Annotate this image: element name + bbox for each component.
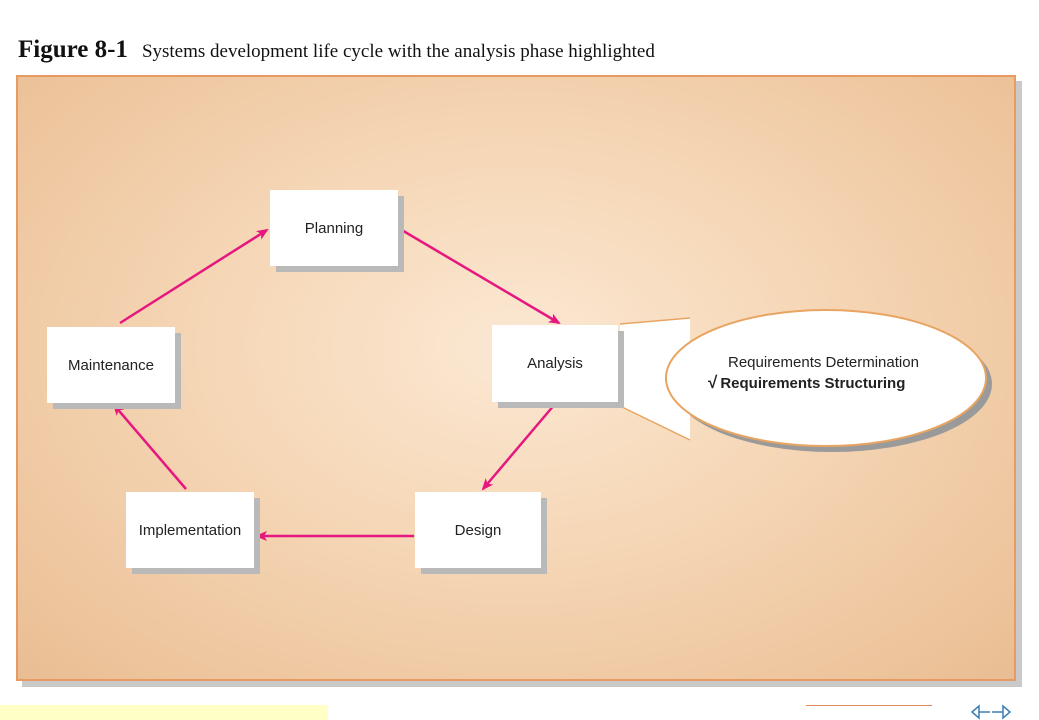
callout-item-requirements-structuring: Requirements Structuring — [720, 375, 906, 392]
phase-label-maintenance: Maintenance — [68, 356, 154, 374]
arrow-implementation-to-maintenance — [112, 403, 187, 490]
phase-box-analysis: Analysis — [492, 325, 618, 402]
check-mark-icon: √ — [708, 373, 718, 392]
phase-label-design: Design — [454, 521, 502, 539]
callout-bubble — [665, 309, 987, 447]
callout-text: Requirements Determination √Requirements… — [708, 353, 919, 394]
arrow-planning-to-analysis — [399, 227, 561, 325]
bottom-divider-line — [806, 705, 932, 706]
arrow-analysis-to-design — [481, 403, 556, 491]
phase-label-analysis: Analysis — [527, 355, 583, 372]
callout-pointer — [620, 318, 690, 440]
figure-title: Figure 8-1 Systems development life cycl… — [18, 36, 655, 64]
figure-label: Figure 8-1 — [18, 36, 128, 63]
phase-label-planning: Planning — [304, 219, 364, 237]
arrow-maintenance-to-planning — [119, 228, 269, 325]
navigation-arrows-icon[interactable] — [970, 704, 1012, 720]
phase-box-maintenance: Maintenance — [47, 327, 175, 403]
callout-item-row-2: √Requirements Structuring — [708, 373, 919, 394]
callout-pointer-edge-top — [619, 317, 691, 325]
phase-box-planning: Planning — [270, 190, 398, 266]
phase-box-implementation: Implementation — [126, 492, 254, 568]
phase-label-implementation: Implementation — [138, 521, 242, 539]
callout-pointer-edge-bottom — [619, 405, 691, 441]
bottom-highlight-bar — [0, 705, 328, 720]
figure-caption: Systems development life cycle with the … — [141, 41, 655, 62]
phase-box-design: Design — [415, 492, 541, 568]
callout-item-requirements-determination: Requirements Determination — [728, 354, 919, 371]
